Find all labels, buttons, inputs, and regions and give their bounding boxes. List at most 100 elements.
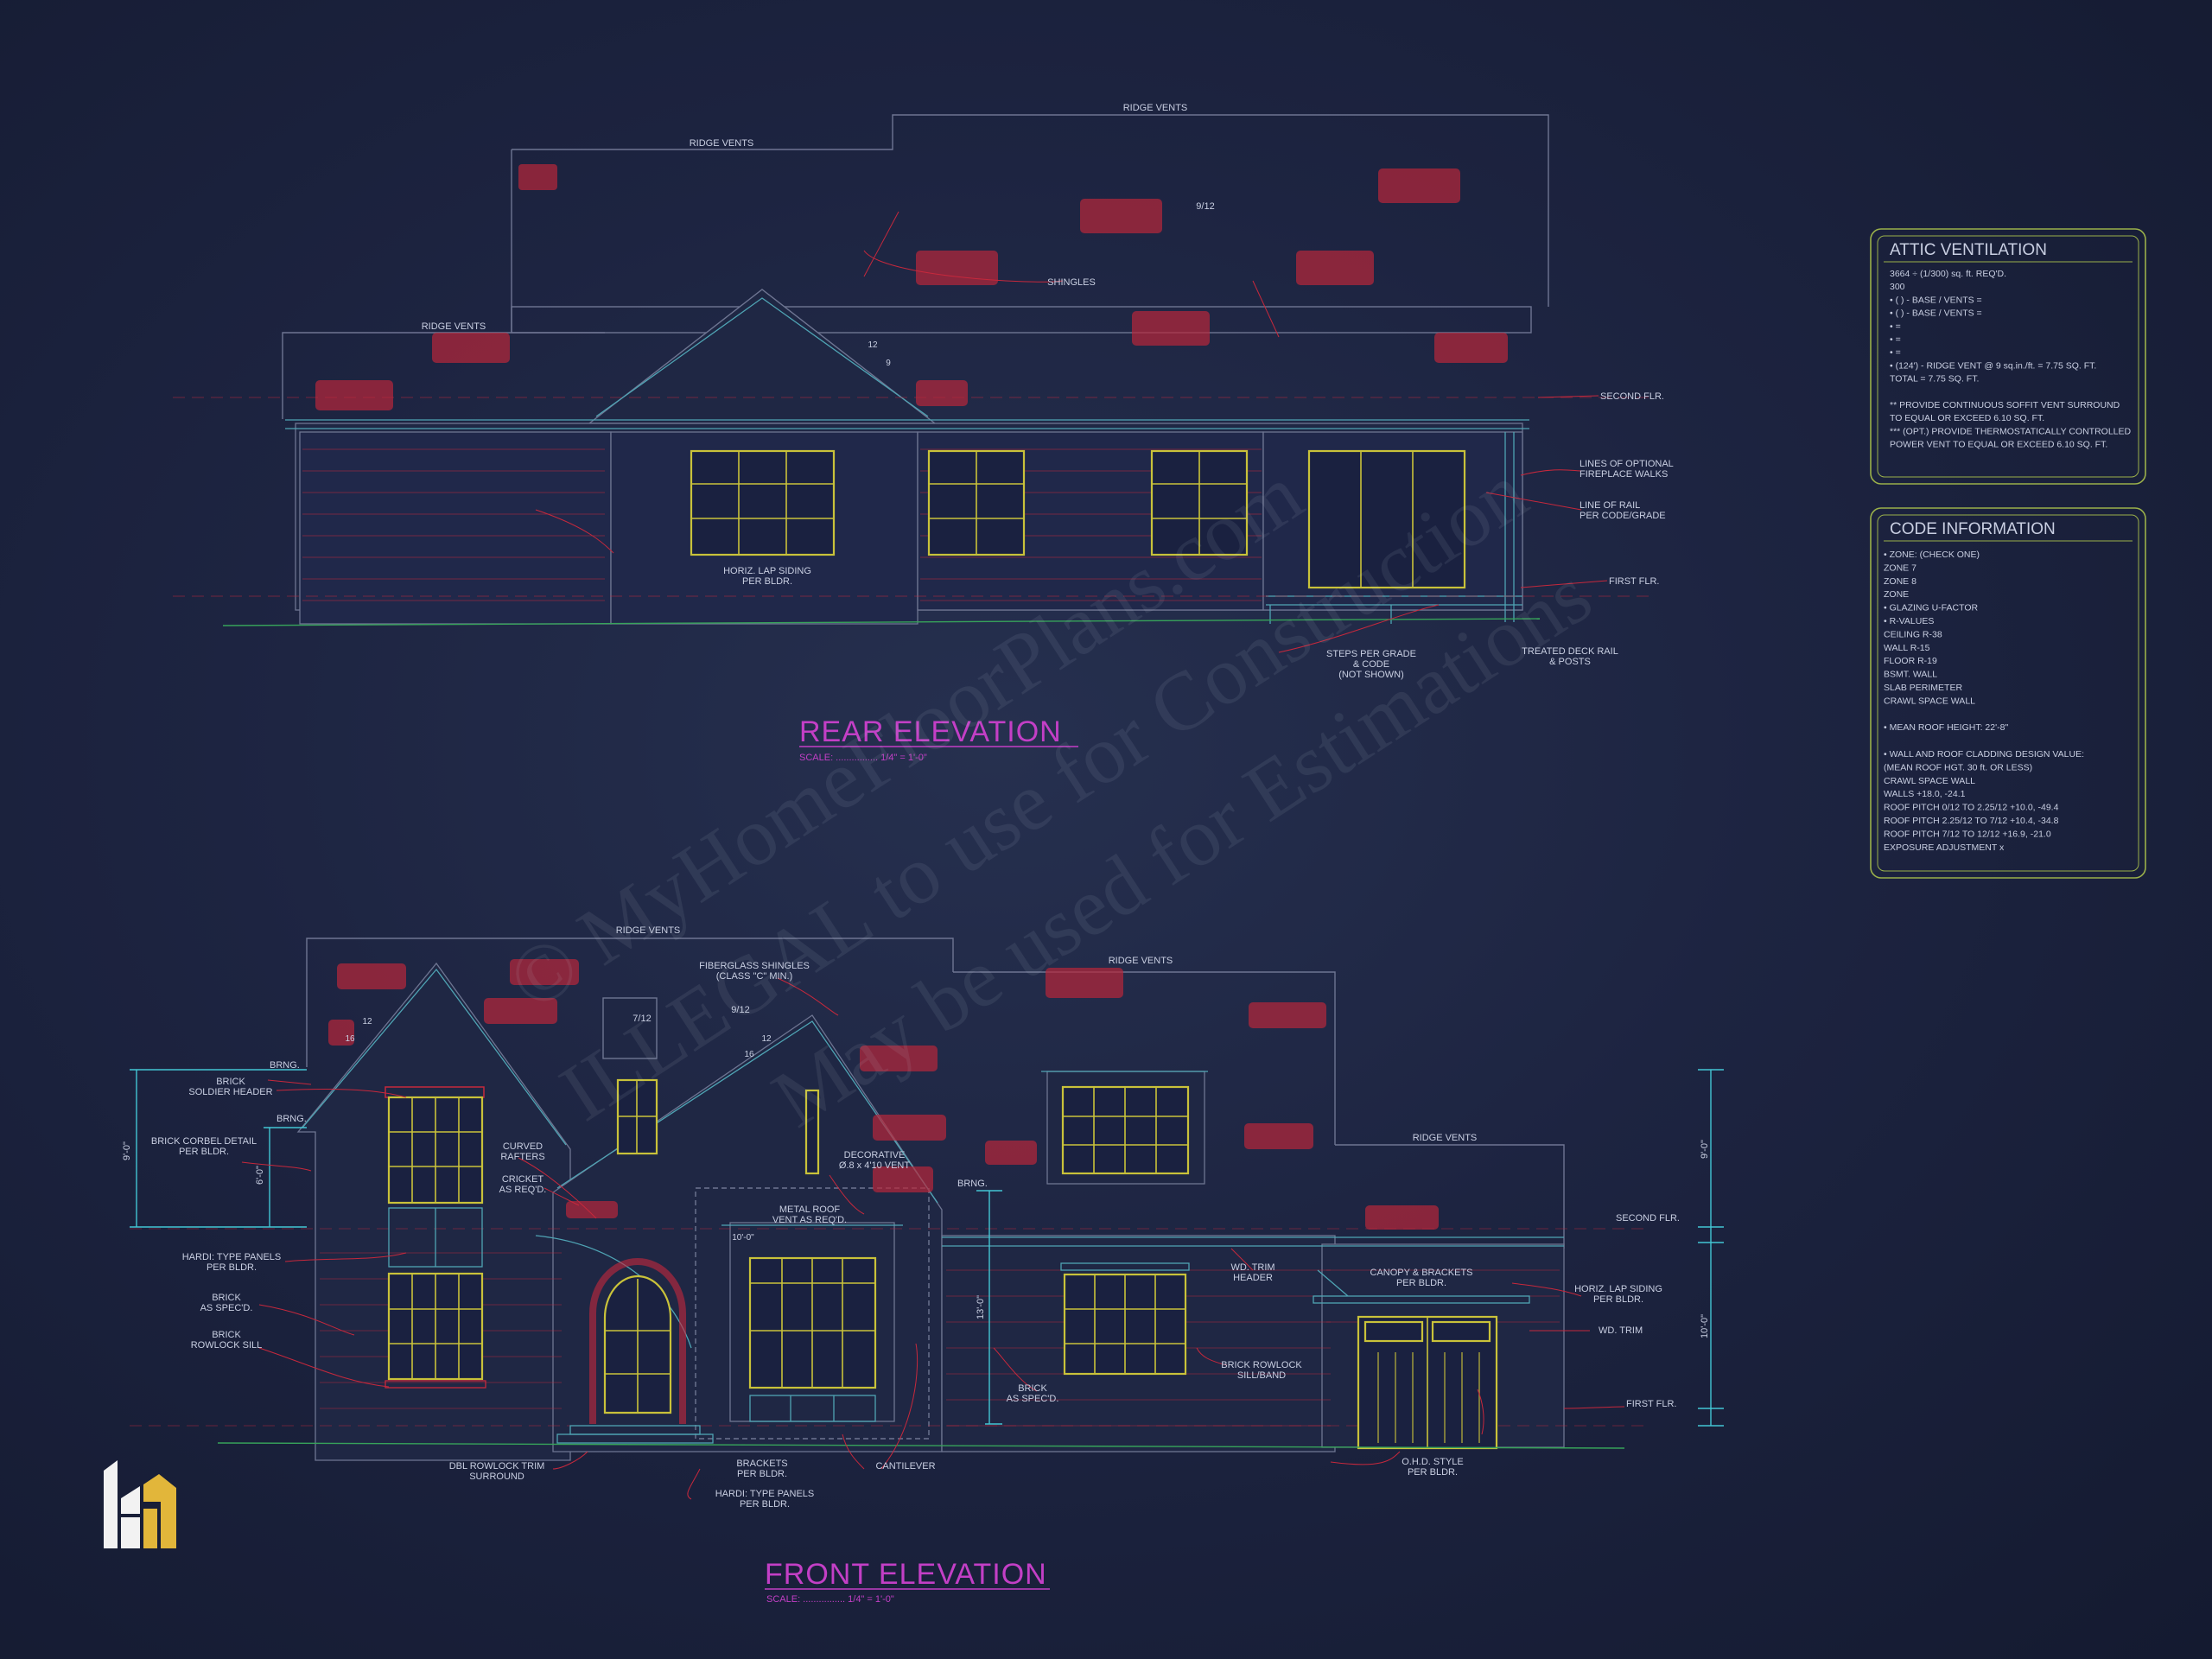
front-label-pitch-12a: 12 — [362, 1017, 372, 1027]
rear-label-pitch-run: 12 — [868, 340, 878, 350]
attic-ventilation-line: TOTAL = 7.75 SQ. FT. — [1890, 374, 1979, 385]
attic-ventilation-line: 300 — [1890, 282, 1905, 292]
code-information-line: SLAB PERIMETER — [1884, 683, 1962, 693]
front-left-gable — [296, 962, 571, 1461]
rear-elevation-title: REAR ELEVATION — [799, 715, 1062, 748]
code-information-line: ROOF PITCH 7/12 TO 12/12 +16.9, -21.0 — [1884, 829, 2051, 839]
attic-ventilation-line: • = — [1890, 321, 1901, 332]
rear-patio-door — [1307, 449, 1466, 589]
front-dim-mid: 13'-0" — [976, 1295, 986, 1319]
front-dim-center: 10'-0" — [732, 1233, 754, 1243]
front-garage-door — [1313, 1269, 1530, 1450]
front-window-small — [616, 1078, 658, 1155]
front-entry-door — [556, 1258, 714, 1444]
attic-ventilation-line: • = — [1890, 334, 1901, 345]
code-information-line: • R-VALUES — [1884, 616, 1934, 626]
front-label-brng-1: BRNG. — [270, 1060, 300, 1071]
front-window-tower-upper — [385, 1086, 485, 1205]
rear-shingle-marks — [315, 164, 1508, 410]
front-label-first-flr: FIRST FLR. — [1626, 1399, 1676, 1409]
code-information-line: CRAWL SPACE WALL — [1884, 696, 1975, 706]
rear-window-center — [927, 449, 1026, 556]
front-label-pitch-16b: 16 — [744, 1050, 754, 1059]
front-label-ridge-vents-right: RIDGE VENTS — [1413, 1133, 1478, 1143]
front-dimensions-right — [1698, 1069, 1724, 1427]
attic-ventilation-line: • = — [1890, 347, 1901, 358]
front-label-brng-3: BRNG. — [957, 1179, 988, 1189]
front-dim-right-lower: 10'-0" — [1700, 1314, 1710, 1338]
rear-label-ridge-vents-left: RIDGE VENTS — [422, 321, 486, 332]
code-information-line: FLOOR R-19 — [1884, 656, 1937, 666]
front-label-brng-2: BRNG. — [276, 1114, 307, 1124]
attic-ventilation-line: *** (OPT.) PROVIDE THERMOSTATICALLY CONT… — [1890, 426, 2131, 436]
code-information-line: WALLS +18.0, -24.1 — [1884, 789, 1966, 799]
front-dim-left-upper: 9'-0" — [122, 1141, 132, 1160]
attic-ventilation-line: ** PROVIDE CONTINUOUS SOFFIT VENT SURROU… — [1890, 400, 2120, 410]
front-elevation-title: FRONT ELEVATION — [765, 1558, 1047, 1591]
rear-label-first-flr: FIRST FLR. — [1609, 576, 1659, 587]
rear-main-roof-outline — [512, 114, 1549, 307]
rear-label-shingles: SHINGLES — [1047, 277, 1096, 288]
attic-ventilation-panel: ATTIC VENTILATION 3664 ÷ (1/300) sq. ft.… — [1870, 228, 2146, 485]
front-dimensions-left — [130, 1069, 1002, 1425]
code-information-line: • ZONE: (CHECK ONE) — [1884, 550, 1980, 560]
front-label-ridge-vents-left: RIDGE VENTS — [616, 925, 681, 936]
attic-ventilation-title: ATTIC VENTILATION — [1890, 241, 2047, 259]
code-information-line: BSMT. WALL — [1884, 670, 1937, 680]
front-dim-left-mid: 6'-0" — [255, 1166, 265, 1185]
house-h-logo-icon — [104, 1460, 176, 1548]
code-information-line: CEILING R-38 — [1884, 629, 1942, 639]
rear-label-pitch: 9/12 — [1196, 201, 1214, 212]
code-information-line: CRAWL SPACE WALL — [1884, 776, 1975, 786]
front-label-pitch-12b: 12 — [761, 1034, 772, 1044]
front-label-second-flr: SECOND FLR. — [1616, 1213, 1680, 1224]
front-elevation-scale: SCALE: ................ 1/4" = 1'-0" — [766, 1594, 894, 1605]
front-dim-right-upper: 9'-0" — [1700, 1140, 1710, 1159]
rear-label-ridge-vents-top: RIDGE VENTS — [1123, 103, 1188, 113]
attic-ventilation-line: • ( ) - BASE / VENTS = — [1890, 308, 1982, 319]
front-shingle-marks — [328, 959, 1439, 1230]
attic-ventilation-line: 3664 ÷ (1/300) sq. ft. REQ'D. — [1890, 269, 2006, 279]
front-decorative-vent — [804, 1089, 820, 1175]
code-information-line: • WALL AND ROOF CLADDING DESIGN VALUE: — [1884, 749, 2084, 760]
front-dormer-window — [1061, 1085, 1190, 1175]
rear-gable — [587, 289, 938, 424]
code-information-line: EXPOSURE ADJUSTMENT x — [1884, 842, 2005, 853]
rear-grade-line — [222, 618, 1541, 626]
attic-ventilation-line: • (124') - RIDGE VENT @ 9 sq.in./ft. = 7… — [1890, 360, 2096, 371]
front-label-pitch-9-12: 9/12 — [731, 1005, 749, 1015]
rear-window-left — [690, 449, 836, 556]
rear-elevation-scale: SCALE: ................ 1/4" = 1'-0" — [799, 753, 927, 763]
front-window-right — [1060, 1262, 1190, 1376]
rear-label-deck: TREATED DECK RAIL& POSTS — [1522, 646, 1618, 667]
code-information-line: • GLAZING U-FACTOR — [1884, 603, 1978, 613]
code-information-title: CODE INFORMATION — [1890, 520, 2056, 538]
rear-label-second-flr: SECOND FLR. — [1600, 391, 1664, 402]
rear-elevation: RIDGE VENTS RIDGE VENTS RIDGE VENTS 9/12… — [173, 103, 1674, 763]
front-label-wd-trim: WD. TRIM — [1599, 1325, 1643, 1336]
rear-label-pitch-rise: 9 — [886, 359, 891, 368]
front-window-tower-lower — [385, 1272, 486, 1389]
rear-label-steps: STEPS PER GRADE& CODE(NOT SHOWN) — [1326, 649, 1416, 680]
front-bay-window — [748, 1256, 877, 1422]
attic-ventilation-line: TO EQUAL OR EXCEED 6.10 SQ. FT. — [1890, 413, 2044, 423]
